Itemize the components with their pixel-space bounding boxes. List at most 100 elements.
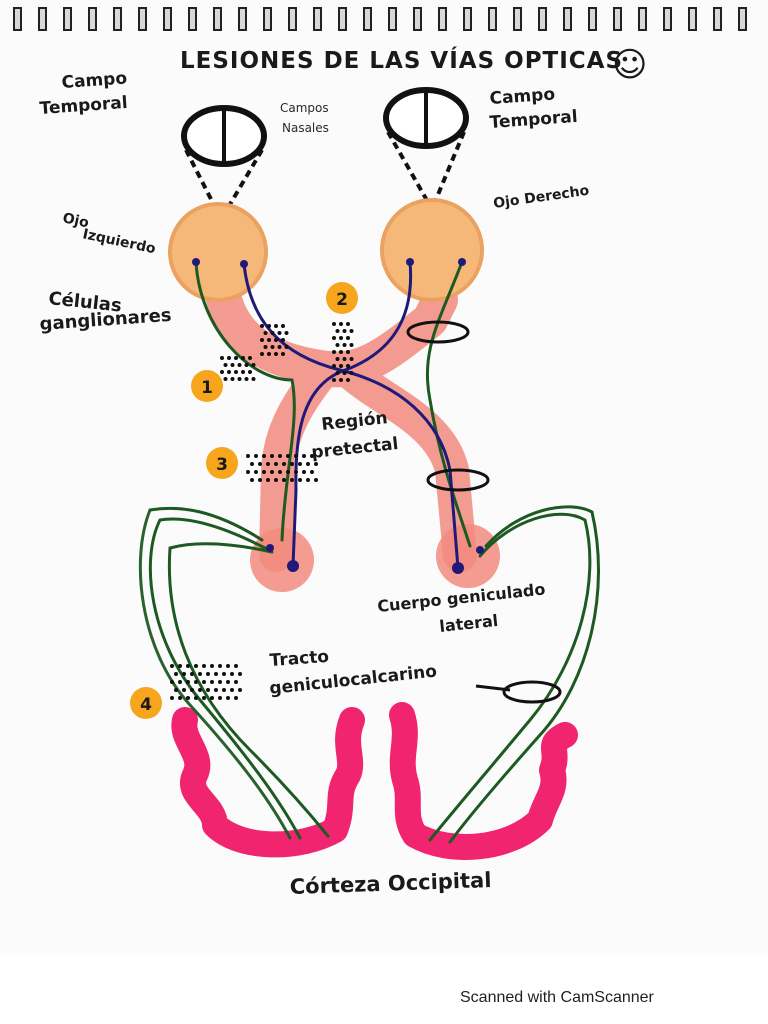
lesion-badge-1: 1 — [191, 370, 223, 402]
lesion-4-dot — [230, 688, 234, 692]
spiral-ring — [638, 7, 647, 31]
occipital-cortex — [171, 702, 578, 860]
spiral-ring — [713, 7, 722, 31]
lesion-4-dot — [210, 696, 214, 700]
lesion-4-dot — [178, 664, 182, 668]
spiral-ring — [338, 7, 347, 31]
campos-nasales-line1: Campos — [280, 101, 329, 115]
right-lateral-geniculate — [436, 524, 500, 588]
lesion-3-dot — [250, 462, 254, 466]
lesion-1-dot — [237, 377, 242, 381]
lesion-1-dot — [251, 377, 256, 381]
campo-temporal-left-line2: Temporal — [39, 93, 128, 119]
lesion-2-dot — [342, 343, 347, 347]
lesion-1-dot — [230, 377, 235, 381]
spiral-ring — [738, 7, 747, 31]
spiral-ring — [463, 7, 472, 31]
spiral-ring — [13, 7, 22, 31]
spiral-ring — [263, 7, 272, 31]
lesion-4-dot — [226, 680, 230, 684]
lesion-3-dot — [278, 454, 282, 458]
lesion-3-dot — [294, 470, 298, 474]
lesion-4-dot — [202, 664, 206, 668]
lesion-4-dot — [186, 664, 190, 668]
lesion-1-dot — [220, 370, 224, 374]
lesion-4-dot — [174, 672, 178, 676]
lesion-3-dot — [314, 478, 318, 482]
spiral-binding — [13, 7, 747, 31]
lesion-2-dot — [346, 350, 350, 354]
lesion-1-dot — [223, 363, 228, 367]
lesion-3-dot — [306, 462, 310, 466]
spiral-ring — [688, 7, 697, 31]
lesion-4-dot — [218, 696, 222, 700]
fiber-endpoints — [192, 258, 484, 574]
lesion-3-dot — [270, 470, 274, 474]
lesion-badge-4-label: 4 — [140, 695, 152, 715]
lesion-2-dot — [335, 357, 340, 361]
lesion-4-dot — [202, 696, 206, 700]
spiral-ring — [538, 7, 547, 31]
spiral-ring — [63, 7, 72, 31]
spiral-ring — [238, 7, 247, 31]
lesion-3-dot — [290, 478, 294, 482]
lesion-3-dot — [282, 478, 286, 482]
lesion-2-dot — [342, 329, 347, 333]
lesion-3-dot — [310, 454, 314, 458]
campo-temporal-right-line2: Temporal — [489, 107, 578, 133]
ojo-izquierdo-line1: Ojo — [61, 210, 90, 231]
lesion-1-dot — [234, 370, 238, 374]
smiley-icon: ☺ — [612, 45, 647, 85]
lesion-4-dot — [198, 672, 202, 676]
lesion-4-dot — [178, 680, 182, 684]
lesion-3-dot — [262, 470, 266, 474]
campos-nasales-line2: Nasales — [282, 121, 329, 135]
spiral-ring — [288, 7, 297, 31]
notebook-sheet — [0, 0, 768, 955]
lesion-3-dot — [274, 478, 278, 482]
lesion-badge-2: 2 — [326, 282, 358, 314]
lesion-1-dot — [277, 345, 282, 349]
spiral-ring — [88, 7, 97, 31]
spiral-ring — [188, 7, 197, 31]
lesion-3-dot — [274, 462, 278, 466]
lesion-1-dot — [230, 363, 235, 367]
lesion-4-dot — [194, 664, 198, 668]
lesion-2-dot — [339, 364, 343, 368]
lesion-4-dot — [210, 664, 214, 668]
lesion-2-dot — [346, 322, 350, 326]
ojo-izquierdo-line2: Izquierdo — [81, 226, 157, 257]
lesion-1-dot — [277, 331, 282, 335]
lesion-2-dot — [349, 329, 354, 333]
lesion-1-dot — [251, 363, 256, 367]
lesion-4-dot — [218, 664, 222, 668]
lesion-badge-4: 4 — [130, 687, 162, 719]
lesion-dots — [170, 322, 354, 700]
lesion-3-dot — [286, 454, 290, 458]
lesion-2-dot — [339, 378, 343, 382]
lesion-1-dot — [281, 324, 285, 328]
spiral-ring — [38, 7, 47, 31]
spiral-ring — [163, 7, 172, 31]
green-fibers — [138, 260, 600, 844]
blue-fibers — [242, 260, 460, 570]
lesion-4-dot — [190, 672, 194, 676]
spiral-ring — [613, 7, 622, 31]
lesion-3-dot — [266, 462, 270, 466]
lesion-4-dot — [186, 696, 190, 700]
spiral-ring — [488, 7, 497, 31]
spiral-ring — [363, 7, 372, 31]
lesion-3-dot — [314, 462, 318, 466]
right-visual-field — [383, 87, 469, 149]
lesion-badge-1-label: 1 — [201, 378, 213, 398]
lesion-3-dot — [298, 478, 302, 482]
lesion-2-dot — [346, 364, 350, 368]
lesion-4-dot — [234, 664, 238, 668]
lesion-1-dot — [281, 338, 285, 342]
lesion-4-dot — [222, 672, 226, 676]
spiral-ring — [513, 7, 522, 31]
lesion-3-dot — [266, 478, 270, 482]
lesion-2-dot — [346, 336, 350, 340]
lesion-3-dot — [270, 454, 274, 458]
